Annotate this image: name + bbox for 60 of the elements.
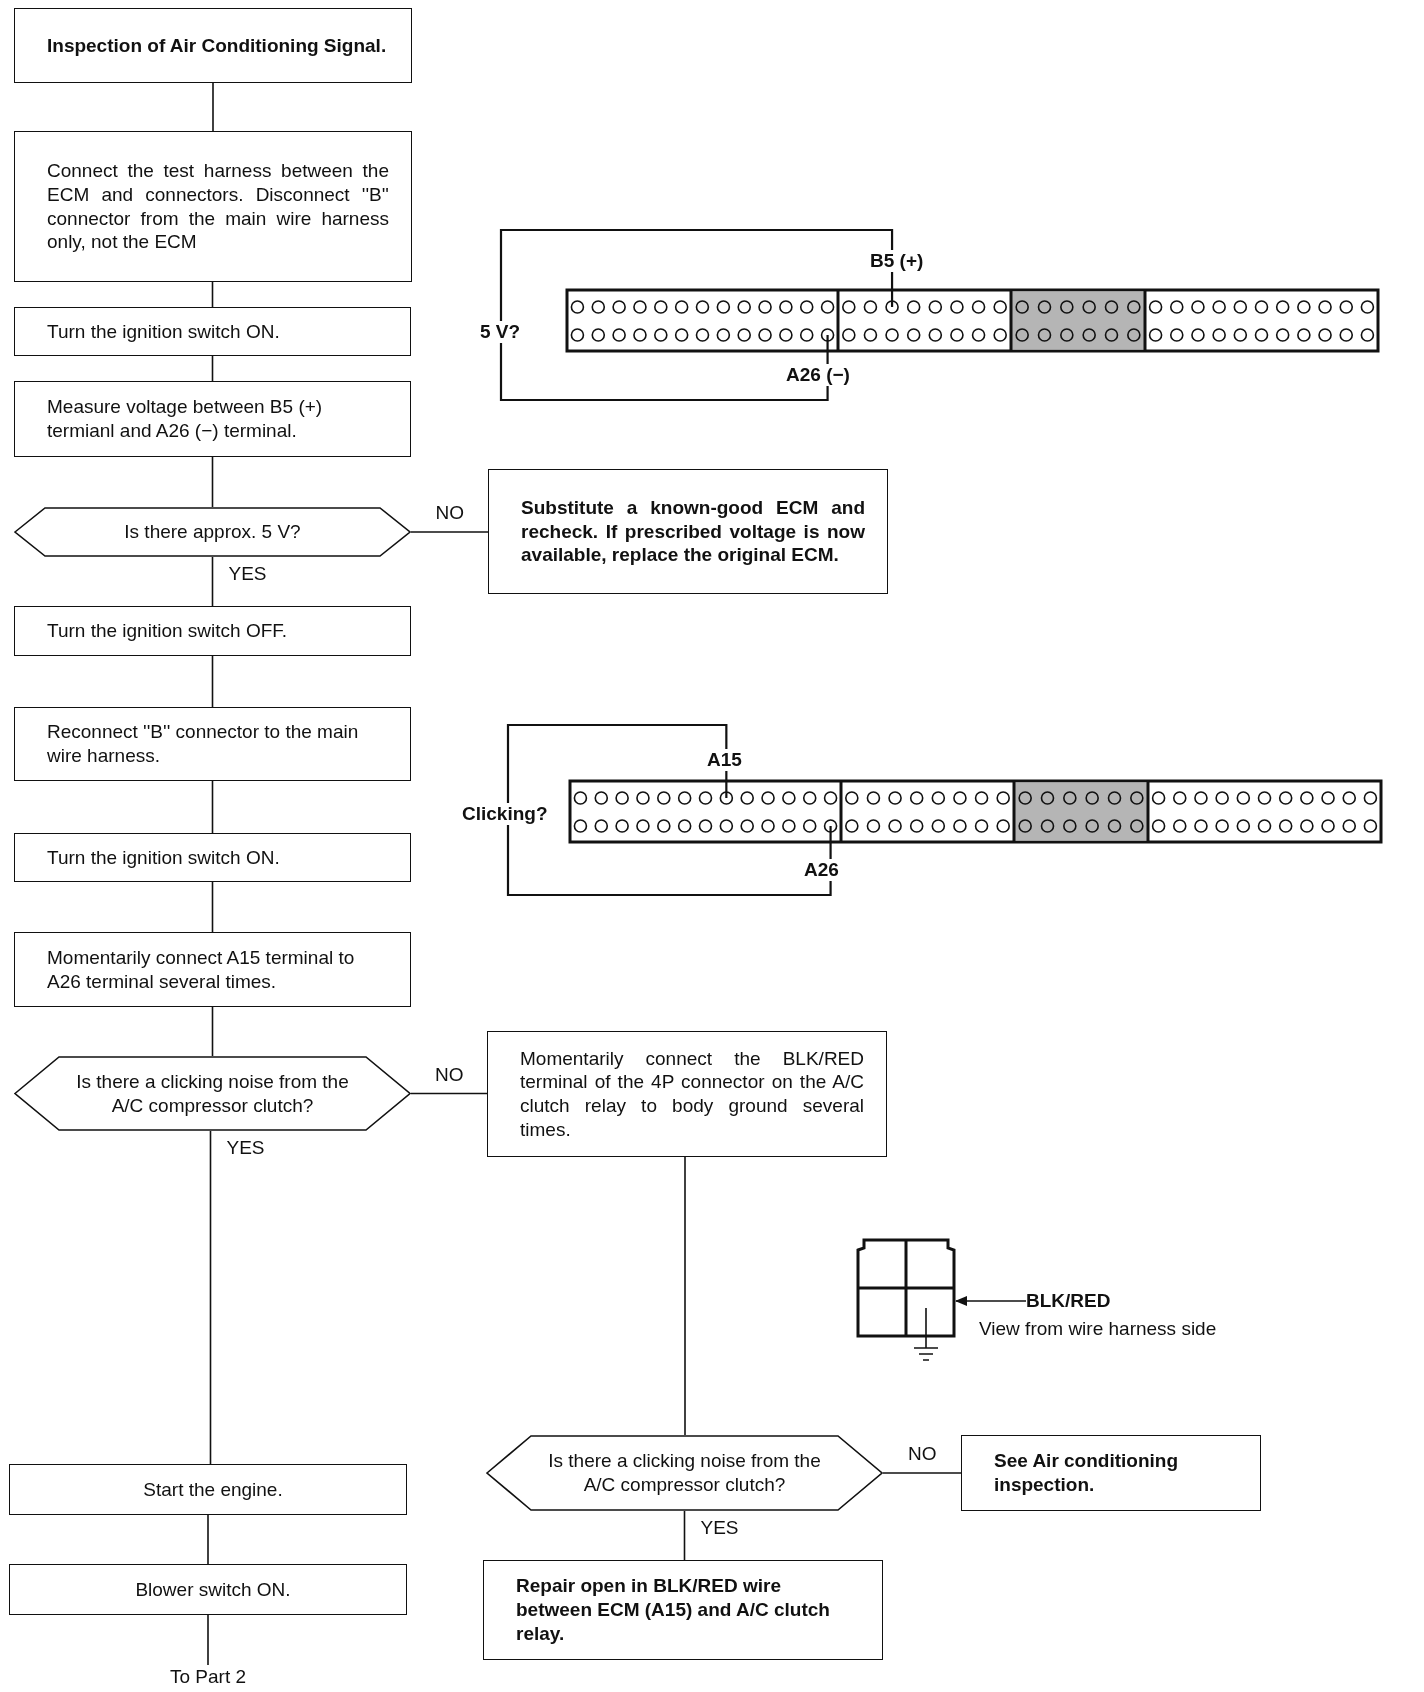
- process-box: [14, 932, 411, 1007]
- terminal-label: B5 (+): [868, 250, 926, 272]
- connector-line: [211, 355, 214, 382]
- connector-line: [212, 82, 214, 132]
- process-box: [14, 707, 411, 781]
- continuation-label: To Part 2: [160, 1665, 256, 1689]
- connector-line: [211, 456, 214, 508]
- connector-line: [209, 1130, 212, 1465]
- connector-line: [211, 655, 214, 708]
- step-text: Turn the ignition switch OFF.: [47, 619, 288, 643]
- step-text: See Air conditioning inspection.: [994, 1449, 1180, 1497]
- step-text: Reconnect ''B'' connector to the main wire harness.: [47, 720, 360, 768]
- step-text: Repair open in BLK/RED wire between ECM (A15) and A/C clutch relay.: [516, 1574, 831, 1646]
- connector-line: [207, 1614, 209, 1666]
- process-box: [14, 131, 412, 282]
- connector-line: [683, 1510, 686, 1561]
- process-box: [14, 606, 411, 656]
- process-box: [9, 1464, 407, 1515]
- question-text: Is there a clicking noise from the A/C compressor clutch?: [75, 1069, 350, 1118]
- process-box: [14, 833, 411, 882]
- connector-line: [684, 1156, 686, 1436]
- connector-line: [882, 1472, 962, 1474]
- connector-line: [211, 881, 214, 933]
- step-text: Substitute a known-good ECM and recheck. If prescribed voltage is now available, replace the original ECM.: [521, 495, 865, 568]
- step-text: Measure voltage between B5 (+) termianl and A26 (−) terminal.: [47, 395, 324, 443]
- step-text: Turn the ignition switch ON.: [47, 319, 280, 344]
- step-text: Turn the ignition switch ON.: [47, 845, 280, 870]
- connector-line: [211, 281, 214, 308]
- process-box: [483, 1560, 883, 1660]
- terminal-label: Clicking?: [460, 803, 550, 825]
- step-text: Momentarily connect the BLK/RED terminal of the 4P connector on the A/C clutch relay to body ground several times.: [520, 1046, 864, 1142]
- leader-line: [955, 1296, 1027, 1306]
- process-box: [487, 1031, 887, 1157]
- connector-line: [207, 1514, 209, 1565]
- relay-connector-drawing: [856, 1238, 956, 1364]
- connector-line: [410, 1092, 488, 1095]
- process-box: [488, 469, 888, 594]
- process-box: [961, 1435, 1261, 1511]
- terminal-label: A15: [705, 749, 744, 771]
- question-text: Is there approx. 5 V?: [123, 520, 302, 544]
- connector-line: [211, 780, 214, 834]
- step-text: Inspection of Air Conditioning Signal.: [47, 33, 387, 58]
- terminal-label: A26: [802, 859, 841, 881]
- decision-hexagon: [486, 1435, 883, 1511]
- callout-label: BLK/RED: [1026, 1289, 1118, 1313]
- connector-line: [211, 556, 214, 607]
- process-box: [14, 8, 412, 83]
- decision-hexagon: [14, 1056, 411, 1131]
- step-text: Momentarily connect A15 terminal to A26 terminal several times.: [47, 945, 356, 994]
- process-box: [14, 307, 411, 356]
- terminal-label: A26 (−): [784, 364, 852, 386]
- connector-line: [211, 1006, 214, 1057]
- process-box: [14, 381, 411, 457]
- process-box: [9, 1564, 407, 1615]
- connector-line: [410, 531, 489, 533]
- question-text: Is there a clicking noise from the A/C compressor clutch?: [547, 1449, 822, 1497]
- step-text: Start the engine.: [142, 1477, 284, 1502]
- step-text: Connect the test harness between the ECM and connectors. Disconnect ''B'' connector from the main wire harness only, not the ECM: [47, 159, 389, 254]
- step-text: Blower switch ON.: [134, 1577, 292, 1602]
- decision-hexagon: [14, 507, 411, 557]
